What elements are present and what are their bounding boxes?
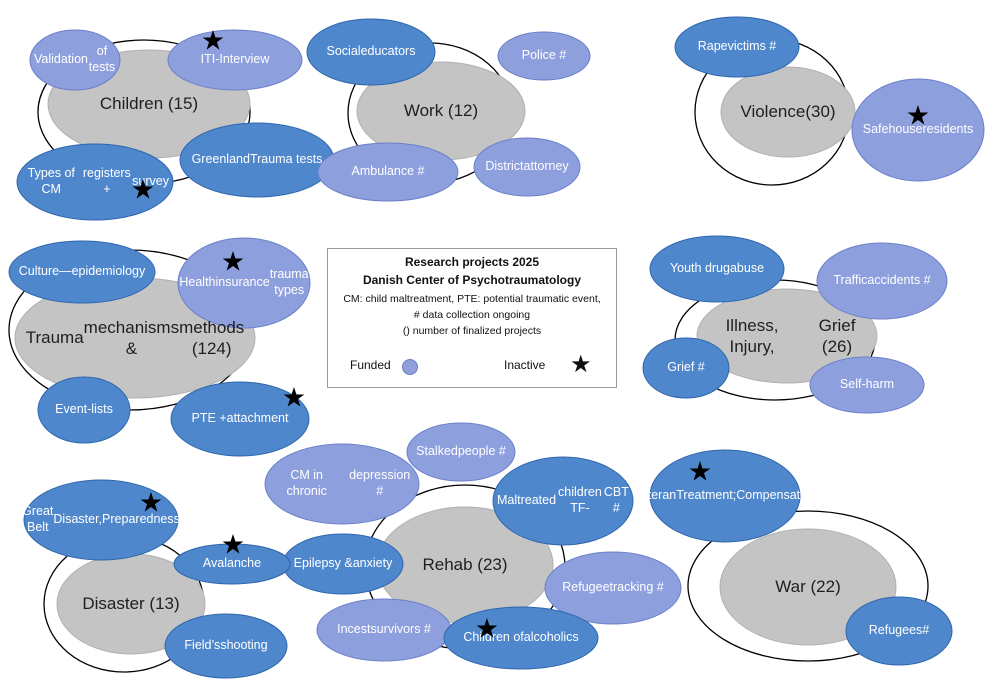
legend-funded-dot bbox=[402, 359, 418, 375]
bubble-maltreated-children-tf-cbt bbox=[492, 456, 634, 546]
bubble-children-of-alcoholics bbox=[443, 606, 599, 670]
bubble-ambulance bbox=[317, 142, 459, 202]
inactive-star-icon: ★ bbox=[220, 529, 246, 561]
bubble-veteran-treatment-compensation bbox=[649, 449, 801, 543]
bubble-culture-epidemiology bbox=[8, 240, 156, 304]
legend-abbreviations: CM: child maltreatment, PTE: potential t… bbox=[343, 293, 601, 305]
legend-title: Research projects 2025 bbox=[404, 255, 540, 269]
inactive-star-icon: ★ bbox=[200, 25, 226, 57]
bubble-rape-victims bbox=[674, 16, 800, 78]
legend-ongoing-note: # data collection ongoing bbox=[413, 309, 531, 321]
bubble-iti-interview bbox=[167, 29, 303, 91]
legend-finalized-note: () number of finalized projects bbox=[402, 325, 542, 337]
bubble-epilepsy-anxiety bbox=[282, 533, 404, 595]
bubble-refugee-tracking bbox=[544, 551, 682, 625]
bubble-validation-of-tests bbox=[29, 29, 121, 91]
bubble-youth-drug-abuse bbox=[649, 235, 785, 303]
cluster-ring-war-22 bbox=[687, 510, 929, 662]
bubble-pte-attachment bbox=[170, 381, 310, 457]
legend-funded-label: Funded bbox=[350, 358, 391, 372]
bubble-avalanche bbox=[173, 543, 291, 585]
bubble-safehouse-residents bbox=[851, 78, 985, 182]
bubble-police bbox=[497, 31, 591, 81]
cluster-main-illness-injury-grief-26 bbox=[696, 288, 878, 384]
bubble-district-attorney bbox=[473, 137, 581, 197]
bubble-event-lists bbox=[37, 376, 131, 444]
legend-subtitle: Danish Center of Psychotraumatology bbox=[362, 273, 582, 287]
legend-inactive-star-icon: ★ bbox=[570, 350, 592, 378]
inactive-star-icon: ★ bbox=[130, 174, 156, 206]
bubble-field-s-shooting bbox=[164, 613, 288, 679]
bubble-social-educators bbox=[306, 18, 436, 86]
bubble-cm-in-chronic-depression bbox=[264, 443, 420, 525]
inactive-star-icon: ★ bbox=[281, 382, 307, 414]
inactive-star-icon: ★ bbox=[474, 613, 500, 645]
inactive-star-icon: ★ bbox=[220, 246, 246, 278]
bubble-incest-survivors bbox=[316, 598, 452, 662]
inactive-star-icon: ★ bbox=[687, 456, 713, 488]
bubble-health-insurance-trauma-types bbox=[177, 237, 311, 329]
bubble-traffic-accidents bbox=[816, 242, 948, 320]
bubble-greenland-trauma-tests bbox=[179, 122, 335, 198]
cluster-main-violence-30 bbox=[720, 66, 856, 158]
bubble-stalked-people bbox=[406, 422, 516, 482]
inactive-star-icon: ★ bbox=[138, 487, 164, 519]
legend-inactive-label: Inactive bbox=[504, 358, 546, 372]
legend-box: Research projects 2025 Danish Center of … bbox=[327, 248, 617, 388]
bubble-self-harm bbox=[809, 356, 925, 414]
inactive-star-icon: ★ bbox=[905, 100, 931, 132]
bubble-great-belt-disaster-preparedness bbox=[23, 479, 179, 561]
bubble-refugees bbox=[845, 596, 953, 666]
bubble-types-of-cm-registers-survey bbox=[16, 143, 174, 221]
bubble-grief bbox=[642, 337, 730, 399]
